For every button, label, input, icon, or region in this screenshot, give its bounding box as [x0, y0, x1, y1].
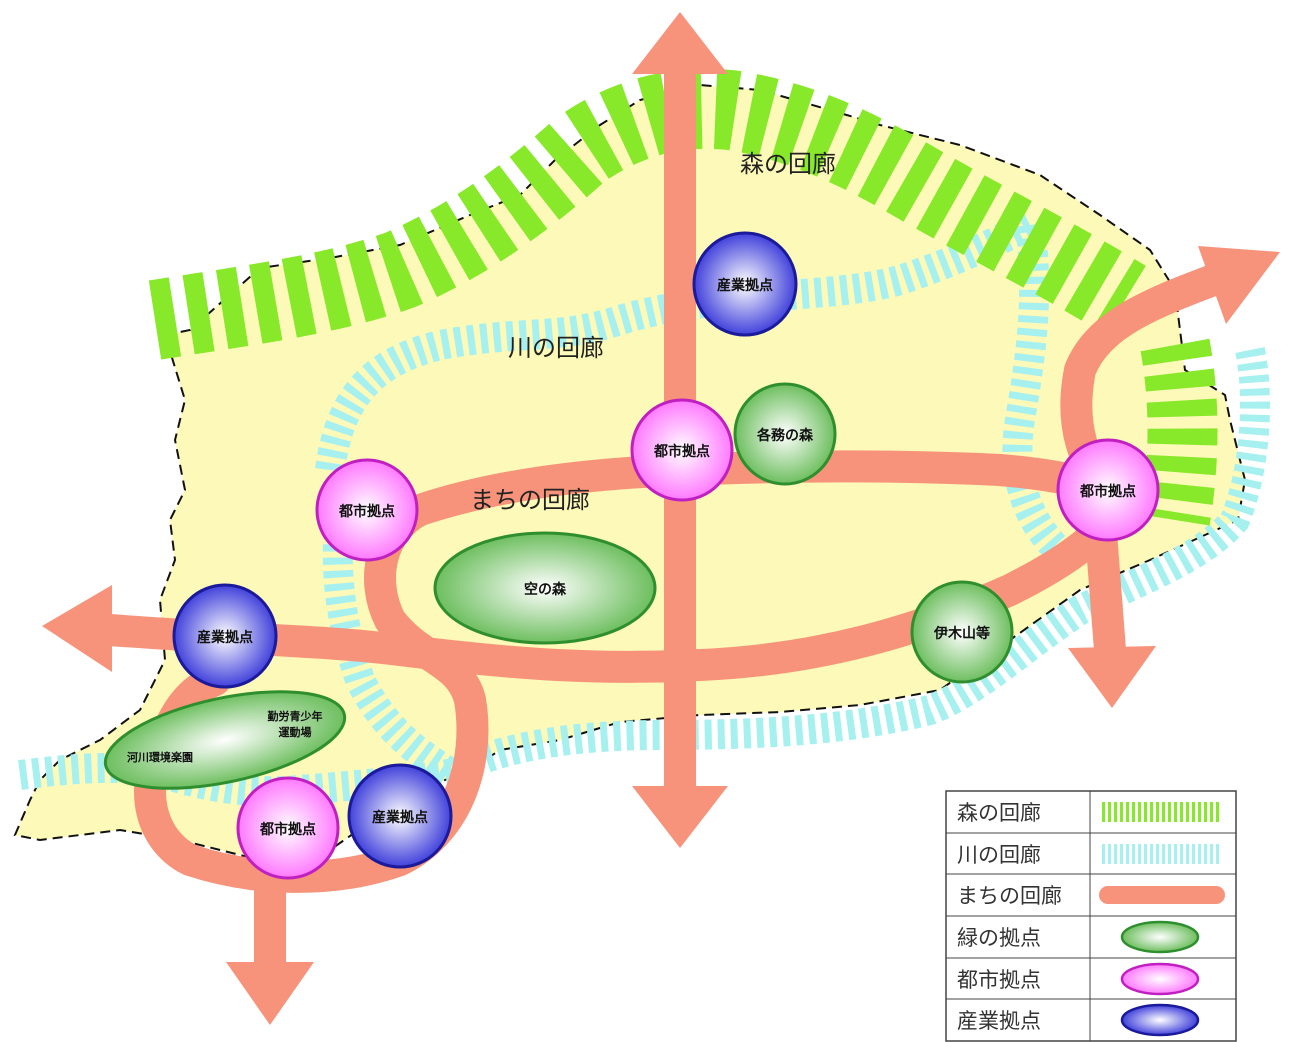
green-node-river-line2: 運動場 [279, 725, 312, 739]
industry-node-left [172, 583, 278, 689]
urban-node-center-label: 都市拠点 [653, 443, 710, 460]
forest-corridor-label: 森の回廊 [740, 150, 836, 178]
legend-industry-label: 産業拠点 [957, 1009, 1041, 1033]
river-corridor-label: 川の回廊 [508, 334, 604, 362]
legend-urban-swatch [1120, 962, 1200, 996]
legend-urban-label: 都市拠点 [957, 968, 1041, 992]
urban-node-right-label: 都市拠点 [1079, 483, 1136, 500]
green-node-river-park-label: 河川環境楽園 [127, 750, 193, 764]
green-node-sky-forest [433, 531, 657, 645]
urban-node-right [1056, 438, 1160, 542]
legend-green-swatch [1120, 920, 1200, 954]
industry-node-bottom [347, 763, 453, 869]
legend-green-label: 緑の拠点 [957, 926, 1041, 950]
green-node-kakuzen-label: 各務の森 [756, 427, 814, 444]
legend-town-label: まちの回廊 [957, 884, 1062, 908]
green-node-kakuzen [733, 382, 837, 486]
legend-industry-swatch [1120, 1003, 1200, 1037]
green-node-river-line1: 勤労青少年 [268, 709, 323, 723]
forest-corridor-east [1140, 338, 1218, 526]
green-node-river-park [103, 690, 347, 790]
industry-node-left-label: 産業拠点 [197, 629, 253, 646]
corridor-arrowheads [42, 12, 1280, 1025]
legend-forest-label: 森の回廊 [957, 801, 1041, 825]
legend-river-label: 川の回廊 [957, 843, 1041, 867]
green-node-iki [910, 580, 1014, 684]
urban-node-left-label: 都市拠点 [338, 503, 395, 520]
industry-node-bottom-label: 産業拠点 [372, 809, 428, 826]
green-node-sky-forest-label: 空の森 [524, 581, 567, 598]
green-node-iki-label: 伊木山等 [933, 625, 990, 642]
urban-node-bottom [236, 776, 340, 880]
industry-node-top-label: 産業拠点 [717, 277, 773, 294]
urban-node-center [630, 398, 734, 502]
legend: 森の回廊 川の回廊 まちの回廊 緑の拠点 都市拠点 産業拠点 [945, 790, 1237, 1042]
urban-node-left [315, 458, 419, 562]
urban-node-bottom-label: 都市拠点 [259, 821, 316, 838]
industry-node-top [692, 231, 798, 337]
forest-corridor [148, 68, 1146, 360]
town-corridor-label: まちの回廊 [470, 486, 590, 514]
